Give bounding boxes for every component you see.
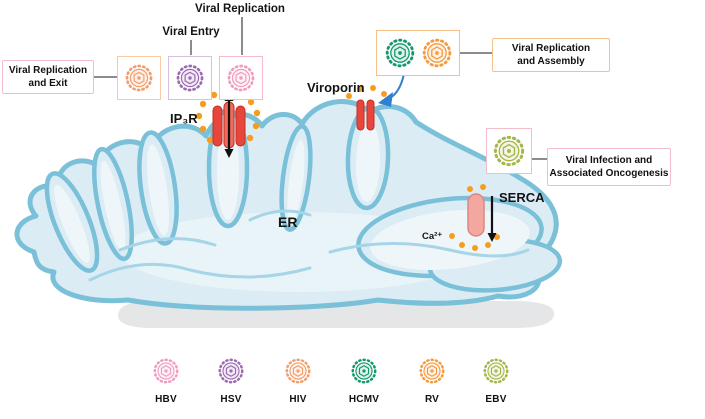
er-label: ER: [278, 214, 298, 230]
calcium-dots-serca: [449, 184, 500, 251]
hiv-virus-icon: [124, 63, 154, 93]
legend-item: HCMV: [336, 357, 392, 405]
callout-text: Viral Replication: [511, 43, 591, 54]
ebv-virus-icon: [482, 357, 510, 385]
callout-text: and Exit: [28, 78, 68, 89]
serca-flux-arrow: [487, 196, 497, 242]
icon-box-assembly: [376, 30, 460, 76]
legend-label: HIV: [289, 394, 307, 405]
viroporin-label: Viroporin: [307, 80, 365, 95]
hsv-virus-icon: [175, 63, 205, 93]
connector-line: [532, 158, 547, 160]
callout-text: Viral Infection and: [565, 155, 653, 166]
hcmv-virus-icon: [384, 37, 416, 69]
icon-box-ebv: [486, 128, 532, 174]
hbv-virus-icon: [152, 357, 180, 385]
ip3r-label: IP₃R: [170, 111, 198, 126]
serca-pump: [467, 193, 485, 237]
callout-text: and Assembly: [517, 56, 585, 67]
viral-replication-label: Viral Replication: [195, 3, 285, 15]
callout-text: Associated Oncogenesis: [549, 168, 669, 179]
callout-replication-exit: Viral Replication and Exit: [2, 60, 94, 94]
serca-label: SERCA: [499, 190, 545, 205]
icon-box-hiv: [117, 56, 161, 100]
hsv-virus-icon: [217, 357, 245, 385]
callout-replication-assembly: Viral Replication and Assembly: [492, 38, 610, 72]
legend-item: HBV: [138, 357, 194, 405]
connector-line: [241, 17, 243, 55]
callout-text: Viral Replication: [8, 65, 88, 76]
legend-item: EBV: [468, 357, 524, 405]
legend-label: RV: [424, 394, 440, 405]
legend-label: HCMV: [348, 394, 380, 405]
viroporin-channel: [356, 99, 375, 131]
rv-virus-icon: [421, 37, 453, 69]
connector-line: [460, 52, 492, 54]
icon-box-hsv: [168, 56, 212, 100]
icon-box-hbv: [219, 56, 263, 100]
legend-label: EBV: [485, 394, 507, 405]
legend-label: HSV: [220, 394, 242, 405]
hbv-virus-icon: [226, 63, 256, 93]
hiv-virus-icon: [284, 357, 312, 385]
hcmv-virus-icon: [350, 357, 378, 385]
legend-label: HBV: [155, 394, 177, 405]
calcium-dots-viroporin: [346, 85, 387, 99]
legend-item: RV: [404, 357, 460, 405]
legend-item: HSV: [203, 357, 259, 405]
connector-line: [94, 76, 117, 78]
legend-item: HIV: [270, 357, 326, 405]
ebv-virus-icon: [492, 134, 526, 168]
viroporin-pointer-arrow: [378, 73, 405, 107]
callout-infection-oncogenesis: Viral Infection and Associated Oncogenes…: [547, 148, 671, 186]
viral-entry-label: Viral Entry: [162, 26, 220, 38]
connector-line: [190, 40, 192, 55]
calcium-label: Ca²⁺: [422, 231, 443, 242]
rv-virus-icon: [418, 357, 446, 385]
